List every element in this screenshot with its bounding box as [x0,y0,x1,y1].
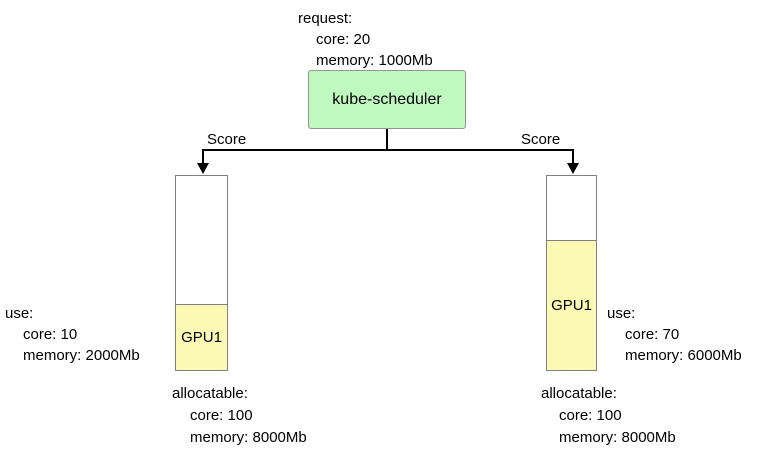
allocatable-core-left: core: 100 [190,407,253,424]
gpu-label-left: GPU1 [181,329,222,346]
kube-scheduler-label: kube-scheduler [332,90,442,108]
request-memory: memory: 1000Mb [316,52,433,69]
request-core: core: 20 [316,31,371,48]
use-block-right: use: core: 70 memory: 6000Mb [607,303,742,366]
allocatable-block-left: allocatable: core: 100 memory: 8000Mb [172,383,307,449]
score-label-left: Score [207,131,247,148]
connector-stem-center [386,129,388,151]
use-core-left: core: 10 [23,326,78,343]
use-title-left: use: [5,305,34,322]
use-block-left: use: core: 10 memory: 2000Mb [5,303,140,366]
kube-scheduler-node: kube-scheduler [308,70,466,129]
allocatable-title-left: allocatable: [172,385,248,402]
gpu-label-right: GPU1 [551,297,592,314]
arrow-down-icon-left [197,163,209,174]
connector-stem-right [572,149,574,165]
allocatable-core-right: core: 100 [559,407,622,424]
allocatable-block-right: allocatable: core: 100 memory: 8000Mb [541,383,676,449]
request-block: request: core: 20 memory: 1000Mb [298,8,433,71]
connector-stem-left [202,149,204,165]
allocatable-title-right: allocatable: [541,385,617,402]
request-title: request: [298,10,353,27]
connector-horizontal [202,149,574,151]
arrow-down-icon-right [567,163,579,174]
use-memory-right: memory: 6000Mb [625,347,742,364]
use-memory-left: memory: 2000Mb [23,347,140,364]
use-title-right: use: [607,305,636,322]
allocatable-memory-right: memory: 8000Mb [559,429,676,446]
gpu-fill-right: GPU1 [546,240,597,371]
score-label-right: Score [521,131,561,148]
use-core-right: core: 70 [625,326,680,343]
gpu-fill-left: GPU1 [175,304,228,371]
allocatable-memory-left: memory: 8000Mb [190,429,307,446]
